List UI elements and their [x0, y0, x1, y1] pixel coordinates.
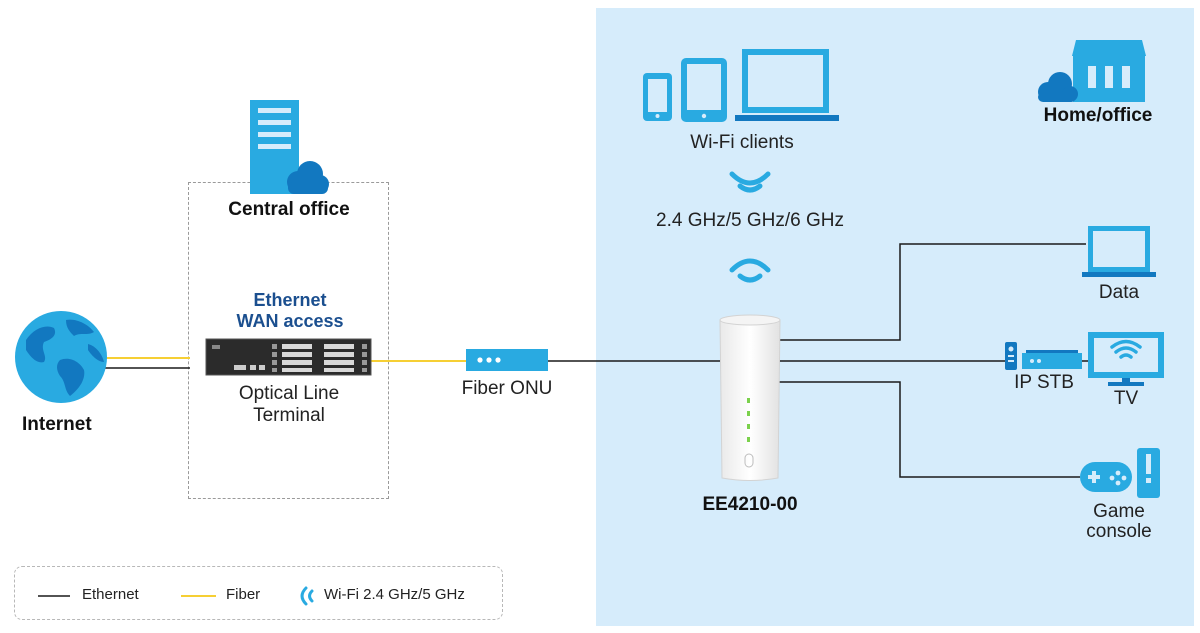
home-office-label: Home/office [1043, 105, 1153, 126]
game-label-line2: console [1086, 521, 1152, 542]
olt-label-line1: Optical Line [238, 383, 340, 404]
game-label-line1: Game [1093, 501, 1145, 522]
legend-wifi-icon [300, 586, 308, 606]
tv-label: TV [1113, 388, 1139, 409]
legend-wifi-label: Wi-Fi 2.4 GHz/5 GHz [324, 586, 465, 603]
onu-label: Fiber ONU [461, 378, 553, 399]
game-label: Game console [1060, 502, 1178, 542]
legend-ethernet-label: Ethernet [82, 586, 139, 603]
devices-icon [643, 49, 839, 122]
stb-label: IP STB [1014, 372, 1074, 393]
wan-access-line1: Ethernet [253, 290, 327, 310]
olt-label-line2: Terminal [253, 405, 325, 426]
router-label: EE4210-00 [702, 494, 798, 515]
game-console-icon [1080, 448, 1160, 498]
tv-icon [1088, 332, 1164, 386]
ethernet-line-router-game [778, 381, 1080, 478]
wan-access-label: Ethernet WAN access [210, 290, 370, 332]
olt-rack-icon [205, 338, 372, 376]
wifi-signal-icon [729, 258, 771, 283]
data-label: Data [1098, 282, 1140, 303]
central-office-label: Central office [228, 199, 350, 220]
legend-fiber-label: Fiber [226, 586, 261, 603]
globe-icon [15, 311, 107, 403]
set-top-box-icon [1005, 342, 1082, 370]
internet-label: Internet [22, 414, 92, 435]
legend-swatches [38, 586, 314, 606]
olt-label: Optical Line Terminal [200, 383, 378, 427]
legend [14, 566, 503, 620]
server-cloud-icon [250, 100, 329, 194]
wifi-signal-icon [729, 171, 771, 193]
wifi-clients-label: Wi-Fi clients [690, 132, 794, 153]
wan-access-line2: WAN access [236, 311, 344, 331]
ethernet-line-router-data [778, 243, 1086, 341]
building-cloud-icon [1038, 40, 1146, 102]
router-icon [719, 314, 781, 481]
laptop-icon [1082, 226, 1156, 277]
onu-icon [466, 349, 548, 371]
wifi-bands-label: 2.4 GHz/5 GHz/6 GHz [656, 210, 844, 231]
